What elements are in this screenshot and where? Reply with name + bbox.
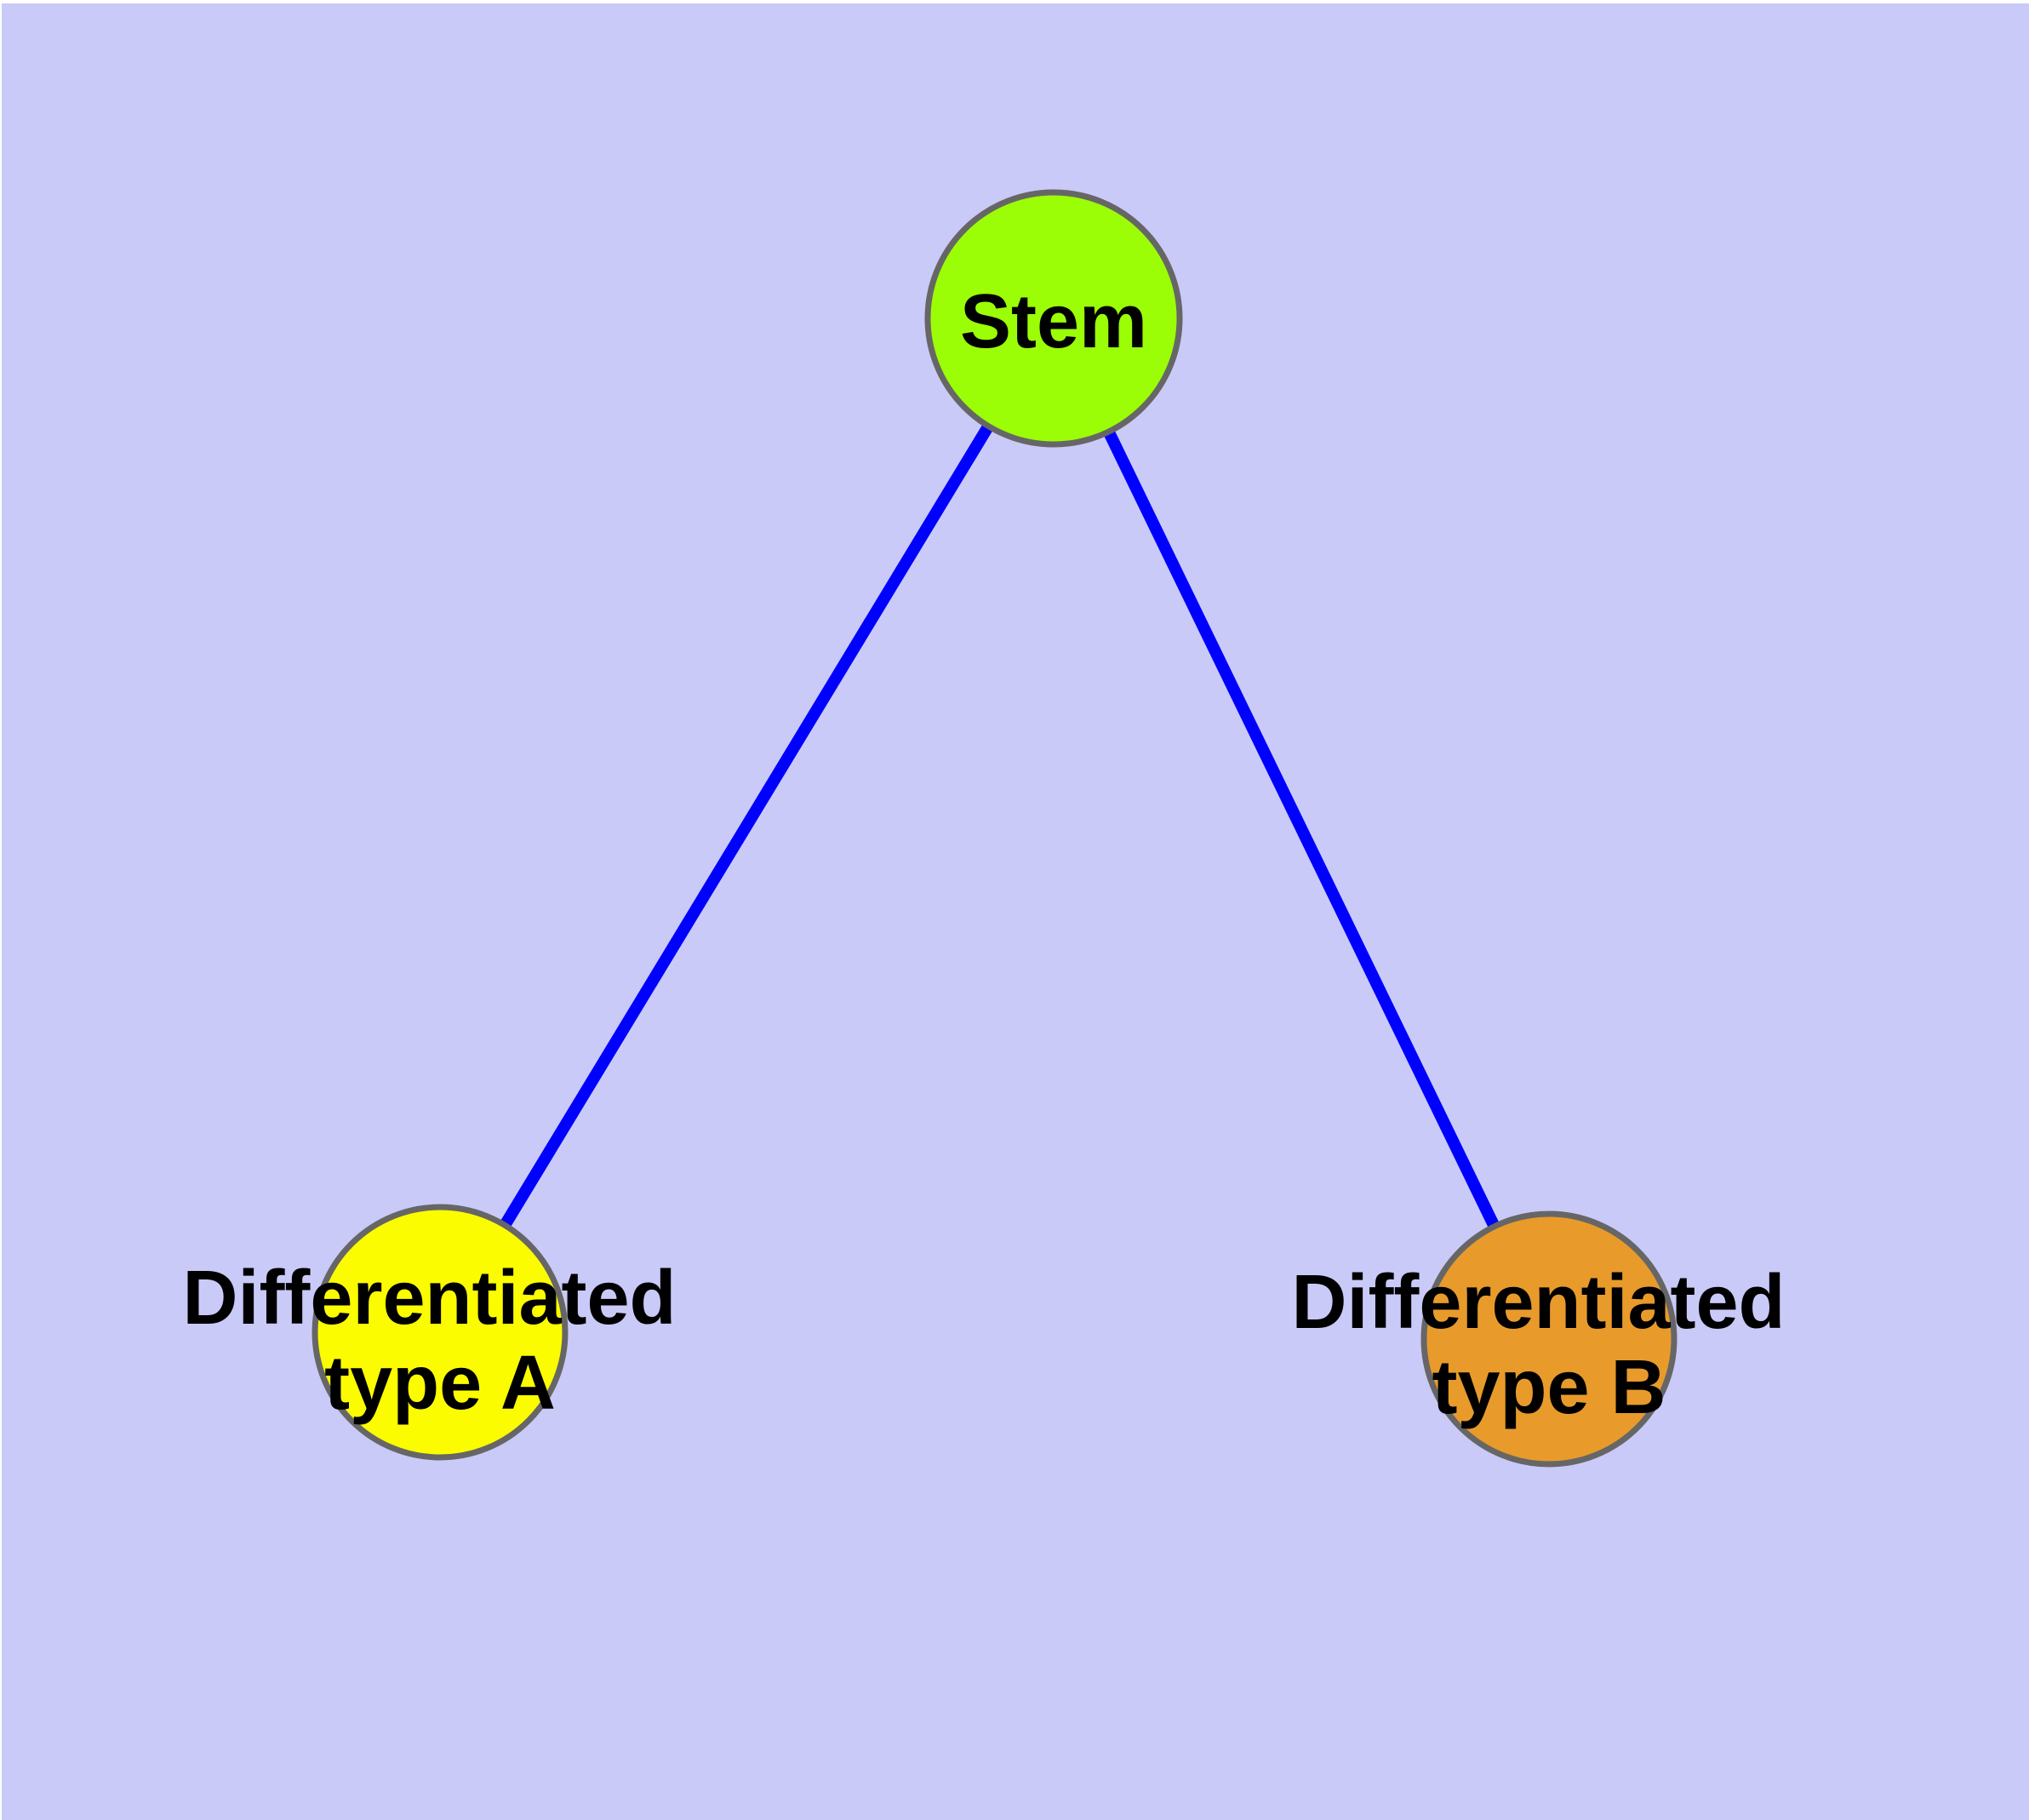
- node-type-a-label-line1: Differentiated: [182, 1256, 676, 1341]
- node-stem: [924, 189, 1183, 448]
- node-type-b-label-line1: Differentiated: [1291, 1260, 1785, 1345]
- node-type-b-label: Differentiated type B: [1291, 1260, 1806, 1430]
- node-type-a-label: Differentiated type A: [182, 1256, 697, 1426]
- edge-stem-type-b: [1048, 315, 1555, 1342]
- edges-group: [435, 315, 1555, 1342]
- nodes-group: [311, 189, 1677, 1468]
- graph-canvas: Stem Differentiated type A Differentiate…: [2, 3, 2029, 1820]
- edge-stem-type-a: [435, 315, 1059, 1336]
- node-type-a: [311, 1204, 569, 1461]
- node-type-b-label-line2: type B: [1432, 1345, 1666, 1430]
- node-type-a-label-line2: type A: [324, 1341, 556, 1426]
- node-type-b: [1420, 1210, 1677, 1468]
- node-stem-label: Stem: [960, 279, 1147, 364]
